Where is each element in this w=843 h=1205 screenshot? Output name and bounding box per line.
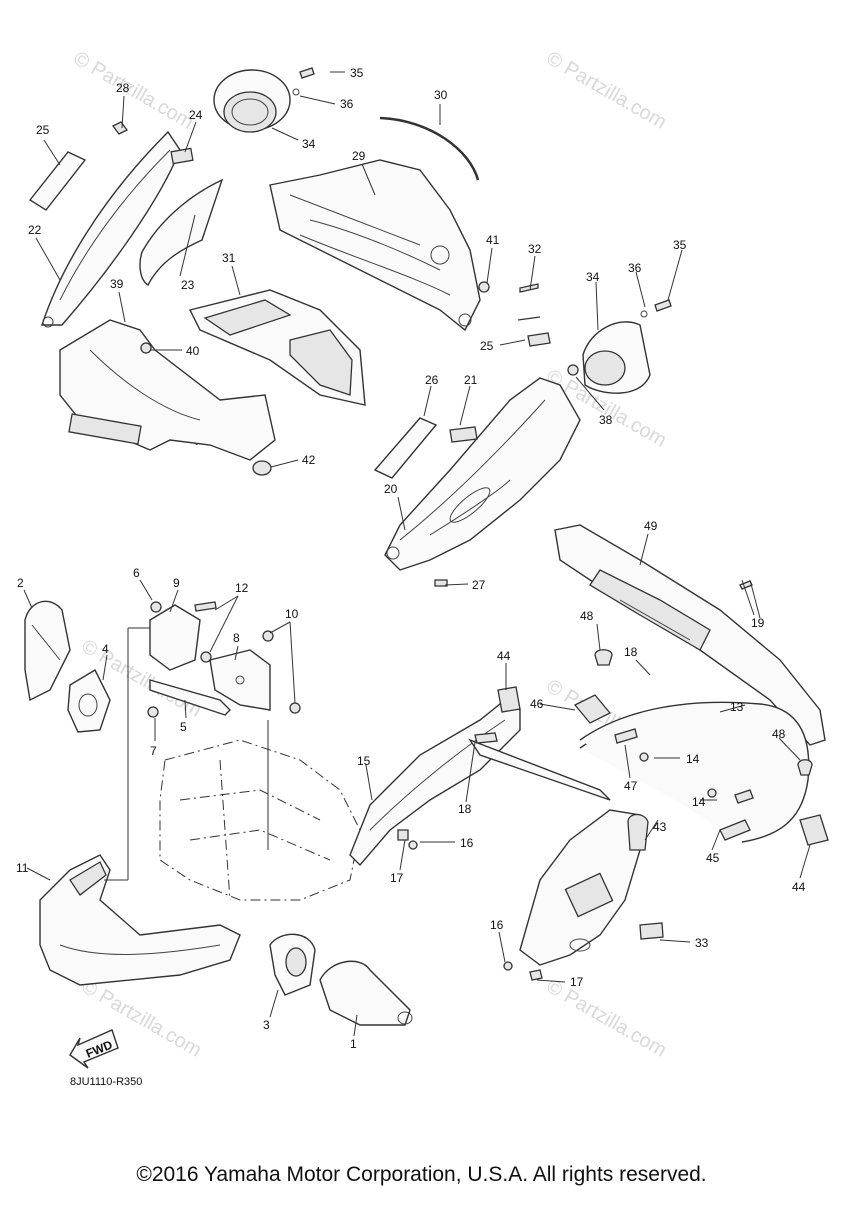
callout-23: 22: [28, 223, 42, 237]
callout-10: 10: [285, 607, 299, 621]
fwd-arrow-icon: FWD: [69, 1029, 119, 1069]
callout-17-upper: 17: [390, 871, 404, 885]
watermark: © Partzilla.com: [543, 47, 671, 133]
callout-22: 21: [464, 373, 478, 387]
callout-38: 39: [110, 277, 124, 291]
callout-19: 18: [624, 645, 638, 659]
callout-41: 42: [302, 453, 316, 467]
callout-26-mid: 26: [425, 373, 439, 387]
callout-31: 31: [222, 251, 236, 265]
callout-4: 4: [102, 642, 109, 656]
callout-1: 1: [350, 1037, 357, 1051]
callout-13: 13: [730, 700, 744, 714]
callout-21: 20: [384, 482, 398, 496]
copyright-text: ©2016 Yamaha Motor Corporation, U.S.A. A…: [136, 1163, 707, 1186]
callout-29: 29: [352, 149, 366, 163]
callout-48-right: 48: [772, 727, 786, 741]
callout-25-top: 24: [189, 108, 203, 122]
callout-45: 46: [530, 697, 544, 711]
callout-9: 9: [173, 576, 180, 590]
callout-16-upper: 16: [460, 836, 474, 850]
callout-35-top: 35: [350, 66, 364, 80]
callout-35-right: 35: [673, 238, 687, 252]
callout-8: 8: [233, 631, 240, 645]
callout-15: 15: [357, 754, 371, 768]
callout-34-right: 34: [586, 270, 600, 284]
callout-2: 2: [17, 576, 24, 590]
callout-7: 7: [150, 744, 157, 758]
callout-5: 5: [180, 720, 187, 734]
duct-ring-34-top: [213, 67, 315, 133]
front-cover-29: [269, 116, 539, 332]
callout-33: 33: [695, 936, 709, 950]
callout-14-lower: 14: [692, 795, 706, 809]
callout-27: 27: [472, 578, 486, 592]
callout-39: 40: [186, 344, 200, 358]
callout-46: 45: [706, 851, 720, 865]
lower-bracket-38: [59, 319, 276, 476]
callout-18: 18: [458, 802, 472, 816]
duct-ring-34-right: [517, 299, 672, 394]
callout-20: 19: [751, 616, 765, 630]
callout-12: 12: [235, 581, 249, 595]
lower-cover-33: [503, 809, 664, 981]
callout-34-top: 34: [302, 137, 316, 151]
callout-49: 49: [644, 519, 658, 533]
side-cover-left: [28, 121, 224, 328]
callout-11: 11: [16, 861, 29, 875]
leader-lines: [23, 71, 811, 1037]
callout-26-top: 25: [36, 123, 50, 137]
guard-pipe-13: [573, 649, 829, 851]
callout-labels: 35 36 34 28 24 25 22 23 30 29 31 41 32 3…: [16, 66, 806, 1051]
callout-17-lower: 17: [570, 975, 584, 989]
watermark: © Partzilla.com: [543, 975, 671, 1061]
callout-16-lower: 16: [490, 918, 504, 932]
watermark: © Partzilla.com: [70, 47, 198, 133]
front-bracket-2-4: [24, 600, 111, 733]
callout-44: 44: [792, 880, 806, 894]
callout-25-mid: 25: [480, 339, 494, 353]
grill-49: [554, 524, 826, 746]
diagram-code: 8JU1110-R350: [70, 1076, 143, 1088]
callout-32: 32: [528, 242, 542, 256]
callout-30: 30: [434, 88, 448, 102]
callout-14-right: 14: [686, 752, 700, 766]
side-cover-21: [373, 377, 581, 587]
callout-6: 6: [133, 566, 140, 580]
callout-43: 44: [497, 649, 511, 663]
frame-reference: [159, 739, 361, 901]
air-duct-1-3: [269, 933, 413, 1026]
callout-42: 43: [653, 820, 667, 834]
callout-48-top: 48: [580, 609, 594, 623]
bracket-assembly-5-8-9: [147, 601, 301, 718]
callout-40: 41: [486, 233, 500, 247]
callout-24: 23: [181, 278, 195, 292]
front-cowl-11: [39, 854, 241, 986]
mesh-panel-31: [188, 289, 366, 406]
callout-37: 38: [599, 413, 613, 427]
callout-28: 28: [116, 81, 130, 95]
callout-3: 3: [263, 1018, 270, 1032]
callout-36-right: 36: [628, 261, 642, 275]
callout-36-top: 36: [340, 97, 354, 111]
callout-47: 47: [624, 779, 638, 793]
side-cowl-15: [349, 686, 611, 867]
